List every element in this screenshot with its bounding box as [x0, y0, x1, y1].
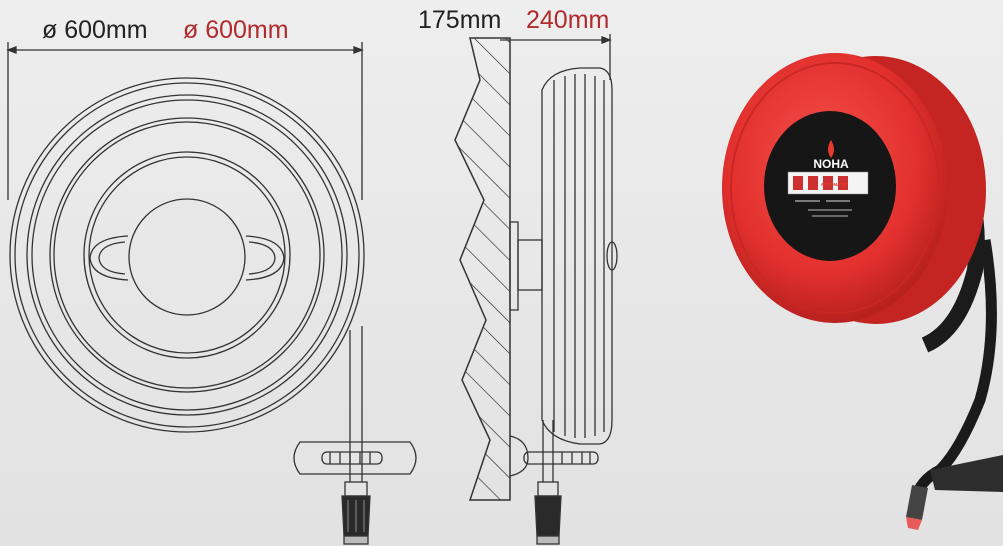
- front-diameter-standard-label: ø 600mm: [42, 16, 148, 44]
- product-photo: NOHA AUTOMATIC: [722, 53, 1003, 530]
- photo-nozzle: [906, 485, 928, 530]
- flame-icon: [828, 140, 834, 158]
- photo-model-text: AUTOMATIC: [821, 182, 848, 187]
- side-dimension-line: [500, 34, 612, 80]
- side-wall-section: [454, 37, 511, 501]
- photo-holder: [930, 455, 1003, 492]
- side-reel-drum: [541, 67, 618, 445]
- front-nozzle: [341, 481, 371, 545]
- photo-brand-text: NOHA: [813, 157, 849, 171]
- front-dimension-line: [6, 42, 364, 200]
- side-depth-automatic-label: 240mm: [526, 6, 610, 34]
- front-diameter-automatic-label: ø 600mm: [183, 16, 289, 44]
- photo-hose: [909, 239, 997, 502]
- side-depth-standard-label: 175mm: [418, 6, 502, 34]
- side-hose: [509, 420, 599, 482]
- side-nozzle: [534, 481, 562, 545]
- front-nozzle-holder: [293, 441, 417, 475]
- front-view: [6, 42, 417, 545]
- front-reel-rings: [9, 77, 365, 433]
- front-center-handle: [89, 198, 285, 316]
- side-view: [454, 34, 618, 545]
- side-bracket: [509, 221, 543, 311]
